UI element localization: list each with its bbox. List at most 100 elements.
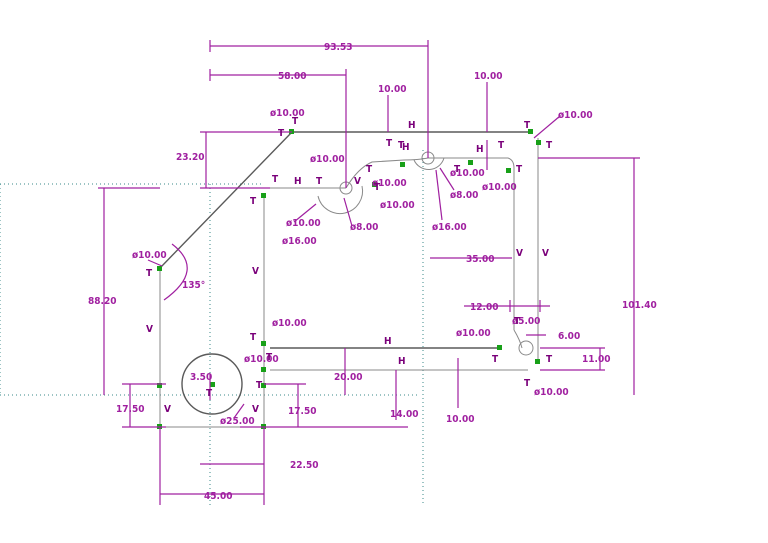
- dim-10-lower: 10.00: [446, 414, 474, 425]
- vertical-constraint: V: [146, 324, 153, 335]
- dim-10-top-right: 10.00: [474, 71, 502, 82]
- dim-14: 14.00: [390, 409, 418, 420]
- horizontal-constraint: H: [408, 120, 416, 131]
- vertex: [497, 345, 502, 350]
- tangent-constraint: T: [316, 176, 323, 187]
- dia-hole: ø25.00: [220, 416, 255, 427]
- vertex: [210, 382, 215, 387]
- tangent-constraint: T: [266, 352, 273, 363]
- vertex: [261, 383, 266, 388]
- vertex: [468, 160, 473, 165]
- dimension-lines[interactable]: [98, 40, 640, 505]
- dim-101-40: 101.40: [622, 300, 657, 311]
- outer-slant-edge: [159, 131, 293, 269]
- tangent-constraint: T: [398, 140, 405, 151]
- dia-upper-1: ø10.00: [310, 154, 345, 165]
- tangent-constraint: T: [514, 316, 521, 327]
- dia-left-corner: ø10.00: [132, 250, 167, 261]
- tangent-constraint: T: [272, 174, 279, 185]
- vertical-constraint: V: [164, 404, 171, 415]
- horizontal-constraint: H: [294, 176, 302, 187]
- tangent-constraint: T: [516, 164, 523, 175]
- tangent-constraint: T: [292, 116, 299, 127]
- vertical-constraint: V: [252, 404, 259, 415]
- vertex: [157, 266, 162, 271]
- dia-top-right-corner: ø10.00: [558, 110, 593, 121]
- dim-17-50-left: 17.50: [116, 404, 144, 415]
- vertical-constraint: V: [252, 266, 259, 277]
- tangent-constraint: T: [524, 378, 531, 389]
- tangent-constraint: T: [374, 182, 381, 193]
- tangent-constraint: T: [546, 140, 553, 151]
- dia-inner-2: ø10.00: [244, 354, 279, 365]
- vertical-constraint: V: [354, 176, 361, 187]
- vertex: [506, 168, 511, 173]
- dia-arc-16-a: ø16.00: [282, 236, 317, 247]
- inner-top-path: [345, 157, 515, 330]
- dia-inner-3: ø10.00: [456, 328, 491, 339]
- inner-right-notch: [513, 329, 523, 349]
- dim-12: 12.00: [470, 302, 498, 313]
- dia-upper-5: ø10.00: [482, 182, 517, 193]
- dim-23-20: 23.20: [176, 152, 204, 163]
- arc-right-upper: [413, 157, 445, 170]
- reference-lines: [0, 150, 424, 505]
- dia-right-notch: ø5.00: [512, 316, 540, 327]
- tangent-constraint: T: [206, 388, 213, 399]
- vertex: [536, 140, 541, 145]
- notch-circle: [518, 340, 534, 356]
- tangent-constraint: T: [498, 140, 505, 151]
- dia-top-left-corner: ø10.00: [270, 108, 305, 119]
- dim-93-53: 93.53: [324, 42, 352, 53]
- vertex: [535, 359, 540, 364]
- vertex: [261, 367, 266, 372]
- dim-17-50-right: 17.50: [288, 406, 316, 417]
- diameter-labels[interactable]: ø10.00 ø10.00 ø10.00 ø10.00 ø10.00 ø10.0…: [132, 108, 593, 427]
- dia-upper-4: ø10.00: [450, 168, 485, 179]
- dia-inner-1: ø10.00: [272, 318, 307, 329]
- dia-arc-8-b: ø8.00: [450, 190, 478, 201]
- tangent-constraint: T: [454, 164, 461, 175]
- dim-10-top-mid: 10.00: [378, 84, 406, 95]
- dim-3-50: 3.50: [190, 372, 212, 383]
- constraint-symbols[interactable]: T T T T T T T T T T T T T T T T T T T T …: [146, 116, 553, 415]
- dim-angle-135: 135°: [182, 280, 205, 291]
- dim-35: 35.00: [466, 254, 494, 265]
- dia-bottom-right: ø10.00: [534, 387, 569, 398]
- vertex: [261, 193, 266, 198]
- dim-6: 6.00: [558, 331, 580, 342]
- vertex: [261, 341, 266, 346]
- dim-45: 45.00: [204, 491, 232, 502]
- vertex: [528, 129, 533, 134]
- dim-20: 20.00: [334, 372, 362, 383]
- tangent-constraint: T: [146, 268, 153, 279]
- dia-arc-16-b: ø16.00: [432, 222, 467, 233]
- dim-22-50: 22.50: [290, 460, 318, 471]
- dia-arc-8-a: ø8.00: [350, 222, 378, 233]
- tangent-constraint: T: [278, 128, 285, 139]
- vertex: [400, 162, 405, 167]
- dia-upper-2: ø10.00: [372, 178, 407, 189]
- tangent-constraint: T: [256, 380, 263, 391]
- tangent-constraint: T: [366, 164, 373, 175]
- dim-11: 11.00: [582, 354, 610, 365]
- vertical-constraint: V: [542, 248, 549, 259]
- dimension-labels[interactable]: 93.53 58.00 10.00 10.00 23.20 88.20 101.…: [88, 42, 657, 502]
- tangent-constraint: T: [546, 354, 553, 365]
- tangent-constraint: T: [524, 120, 531, 131]
- vertex: [372, 182, 377, 187]
- tangent-constraint: T: [250, 196, 257, 207]
- dim-58: 58.00: [278, 71, 306, 82]
- horizontal-constraint: H: [402, 142, 410, 153]
- dim-88-20: 88.20: [88, 296, 116, 307]
- horizontal-constraint: H: [398, 356, 406, 367]
- horizontal-constraint: H: [476, 144, 484, 155]
- horizontal-constraint: H: [384, 336, 392, 347]
- hole-circle: [181, 353, 243, 415]
- tangent-constraint: T: [492, 354, 499, 365]
- tangent-constraint: T: [386, 138, 393, 149]
- vertical-constraint: V: [516, 248, 523, 259]
- arc-left-upper: [317, 185, 364, 215]
- tangent-constraint: T: [250, 332, 257, 343]
